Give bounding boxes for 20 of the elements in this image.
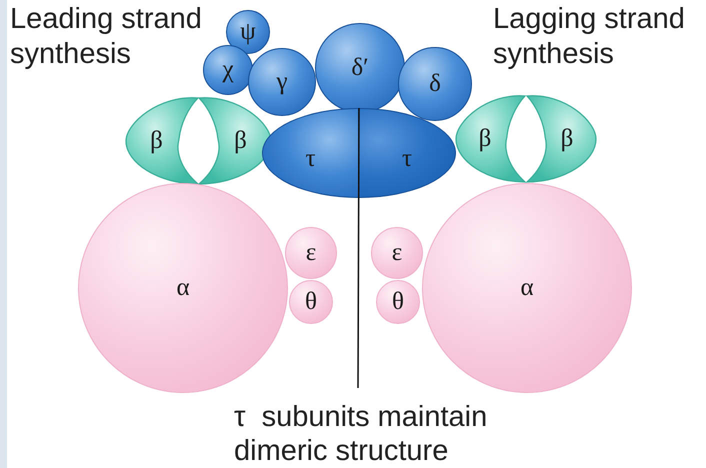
gamma-subunit: γ [248, 48, 316, 116]
leader-line [357, 108, 360, 388]
alpha-subunit: α [78, 183, 288, 393]
strand-label: Leading strand synthesis [10, 2, 203, 72]
beta-clamp-subunit: β [455, 95, 527, 183]
theta-subunit: θ [289, 280, 333, 324]
epsilon-subunit: ε [285, 227, 337, 279]
beta-clamp-subunit: β [197, 97, 272, 185]
delta-subunit: δ [398, 47, 472, 121]
tau-subunit: τ [262, 108, 359, 198]
beta-clamp-subunit: β [525, 95, 597, 183]
caption-text: τ subunits maintain dimeric structure [234, 400, 534, 468]
strand-label: Lagging strand synthesis [493, 2, 686, 72]
psi-subunit: ψ [226, 10, 270, 54]
epsilon-subunit: ε [371, 227, 423, 279]
alpha-subunit: α [422, 183, 632, 393]
chi-subunit: χ [203, 45, 253, 95]
beta-clamp-subunit: β [125, 97, 200, 185]
tau-subunit: τ [359, 108, 456, 198]
theta-subunit: θ [376, 280, 420, 324]
